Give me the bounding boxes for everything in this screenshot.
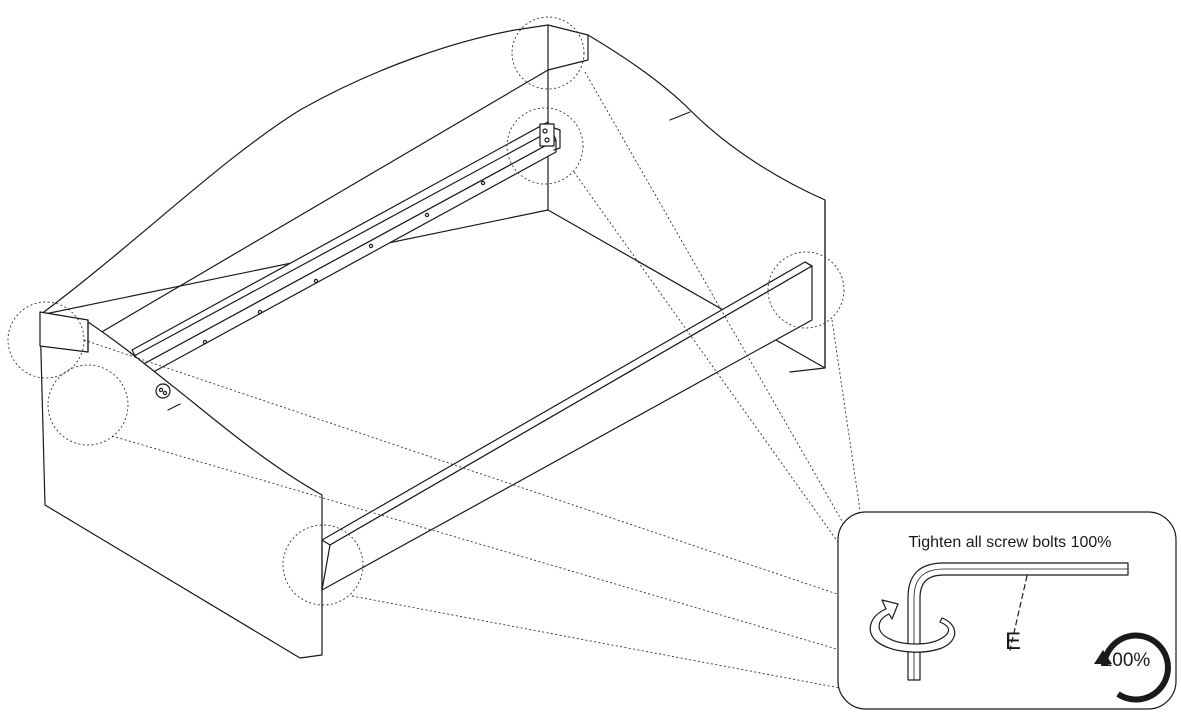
front-side-rail: [321, 261, 813, 591]
allen-key-icon: [907, 562, 1129, 681]
front-footboard: [39, 311, 323, 659]
rotate-arrow-icon: [869, 599, 956, 653]
torque-label: 100%: [1101, 650, 1151, 671]
instruction-text: Tighten all screw bolts 100%: [908, 534, 1112, 551]
tool-label: E: [1004, 628, 1021, 655]
instruction-callout: [837, 511, 1177, 710]
percent-circle-arrow-icon: [1094, 632, 1171, 703]
leader-lines: [83, 71, 861, 689]
